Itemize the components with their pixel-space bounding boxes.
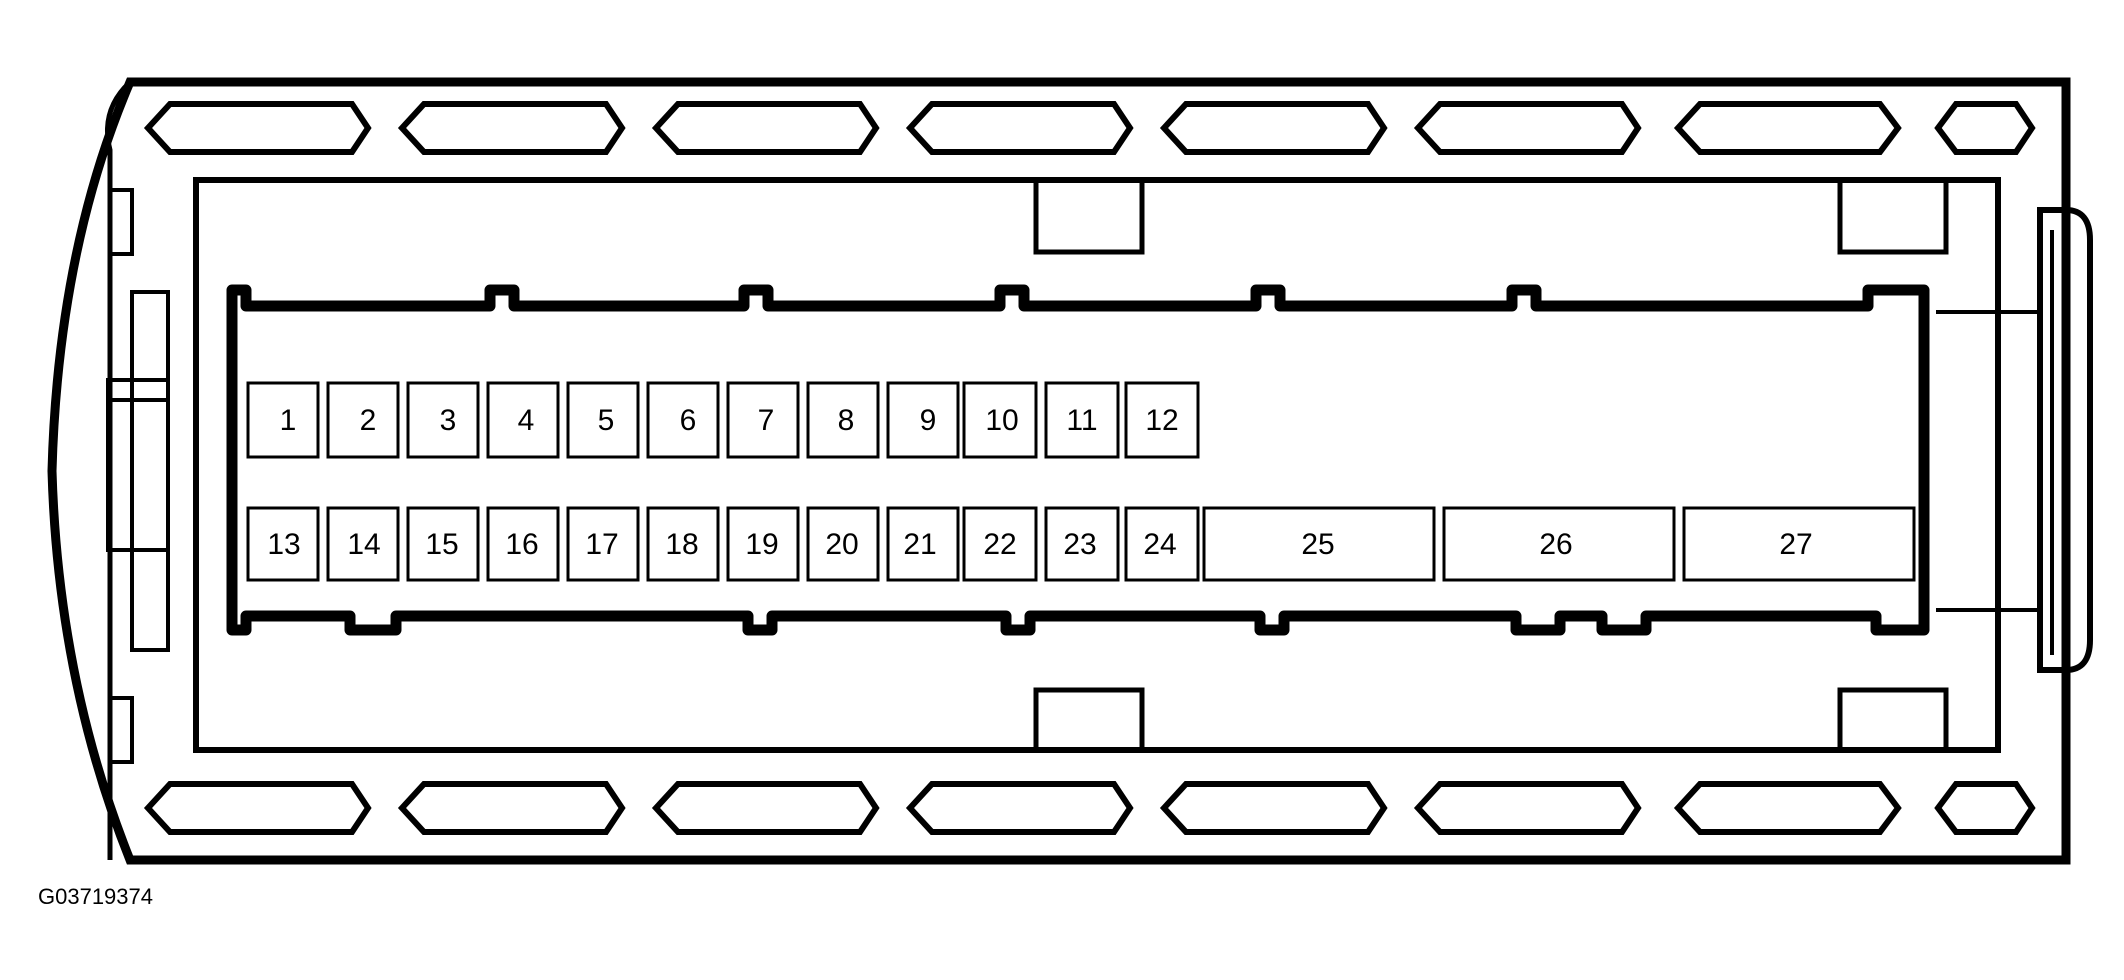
pin-label: 13	[267, 528, 300, 561]
pin-row-bottom	[246, 506, 1916, 582]
pin-label: 4	[518, 404, 535, 437]
pin-box	[1044, 506, 1120, 582]
pin-label: 21	[903, 528, 936, 561]
top-slot	[143, 101, 372, 155]
pin-label: 23	[1063, 528, 1096, 561]
pin-label: 9	[920, 404, 937, 437]
pin-label: 5	[598, 404, 615, 437]
bottom-slot	[651, 781, 880, 835]
top-slot	[905, 101, 1134, 155]
pin-label: 22	[983, 528, 1016, 561]
pin-box	[806, 381, 880, 459]
top-slot	[1673, 101, 1902, 155]
housing-left-latch	[130, 290, 170, 652]
bottom-slot	[1934, 781, 2036, 835]
pin-box	[962, 381, 1038, 459]
pin-box	[406, 381, 480, 459]
pin-label: 19	[745, 528, 778, 561]
top-slot	[1413, 101, 1642, 155]
pin-box	[486, 381, 560, 459]
inner-frame	[193, 177, 2001, 753]
pin-label: 3	[440, 404, 457, 437]
connector-housing	[47, 77, 2071, 865]
pin-label: 24	[1143, 528, 1176, 561]
pin-box	[726, 381, 800, 459]
housing-left-tab-upper	[108, 188, 134, 256]
bottom-slot-row	[143, 781, 2036, 835]
pin-box	[326, 506, 400, 582]
pin-box	[646, 381, 720, 459]
pin-box	[406, 506, 480, 582]
locator-tab-bottom-left	[1033, 687, 1145, 753]
pin-box	[566, 506, 640, 582]
pin-label: 16	[505, 528, 538, 561]
pin-labels: 1 2 3 4 5 6 7 8 9 10 11 12 13 14 15 16 1…	[267, 404, 1812, 561]
bottom-slot	[905, 781, 1134, 835]
pin-box	[806, 506, 880, 582]
pin-box	[326, 381, 400, 459]
pin-label: 1	[280, 404, 297, 437]
pin-label: 12	[1145, 404, 1178, 437]
pin-label: 10	[985, 404, 1018, 437]
pin-box	[646, 506, 720, 582]
bottom-slot	[143, 781, 372, 835]
top-slot-row	[143, 101, 2036, 155]
top-slot	[1159, 101, 1388, 155]
locator-tab-top-right	[1837, 177, 1949, 255]
pin-label: 15	[425, 528, 458, 561]
top-slot	[1934, 101, 2036, 155]
locator-tab-top-left	[1033, 177, 1145, 255]
locator-tab-bottom-right	[1837, 687, 1949, 753]
pin-box	[1202, 506, 1436, 582]
pin-label: 7	[758, 404, 775, 437]
pin-label: 14	[347, 528, 380, 561]
bottom-slot	[1413, 781, 1642, 835]
bottom-slot	[397, 781, 626, 835]
pin-label: 20	[825, 528, 858, 561]
pin-label: 25	[1301, 528, 1334, 561]
pin-box	[962, 506, 1038, 582]
figure-code: G03719374	[38, 884, 153, 909]
bottom-slot	[1673, 781, 1902, 835]
pin-box	[886, 381, 960, 459]
pin-label: 2	[360, 404, 377, 437]
pin-label: 6	[680, 404, 697, 437]
pin-label: 17	[585, 528, 618, 561]
pin-box	[486, 506, 560, 582]
pin-box	[246, 506, 320, 582]
bottom-slot	[1159, 781, 1388, 835]
pin-box	[1682, 506, 1916, 582]
pin-box	[1124, 506, 1200, 582]
pin-box	[246, 381, 320, 459]
top-slot	[651, 101, 880, 155]
pin-box	[566, 381, 640, 459]
pin-cavity-outline	[226, 284, 1930, 636]
housing-left-latch-inner	[106, 378, 170, 552]
top-slot	[397, 101, 626, 155]
pin-label: 11	[1066, 404, 1097, 437]
pin-box	[1442, 506, 1676, 582]
pin-label: 26	[1539, 528, 1572, 561]
housing-left-edge	[105, 80, 132, 860]
pin-label: 8	[838, 404, 855, 437]
pin-box	[1124, 381, 1200, 459]
pin-box	[1044, 381, 1120, 459]
pin-box	[726, 506, 800, 582]
pin-box	[886, 506, 960, 582]
housing-left-tab-lower	[108, 696, 134, 764]
pin-row-top	[246, 381, 1200, 459]
pin-label: 18	[665, 528, 698, 561]
pin-label: 27	[1779, 528, 1812, 561]
housing-right-latch	[2037, 207, 2093, 673]
